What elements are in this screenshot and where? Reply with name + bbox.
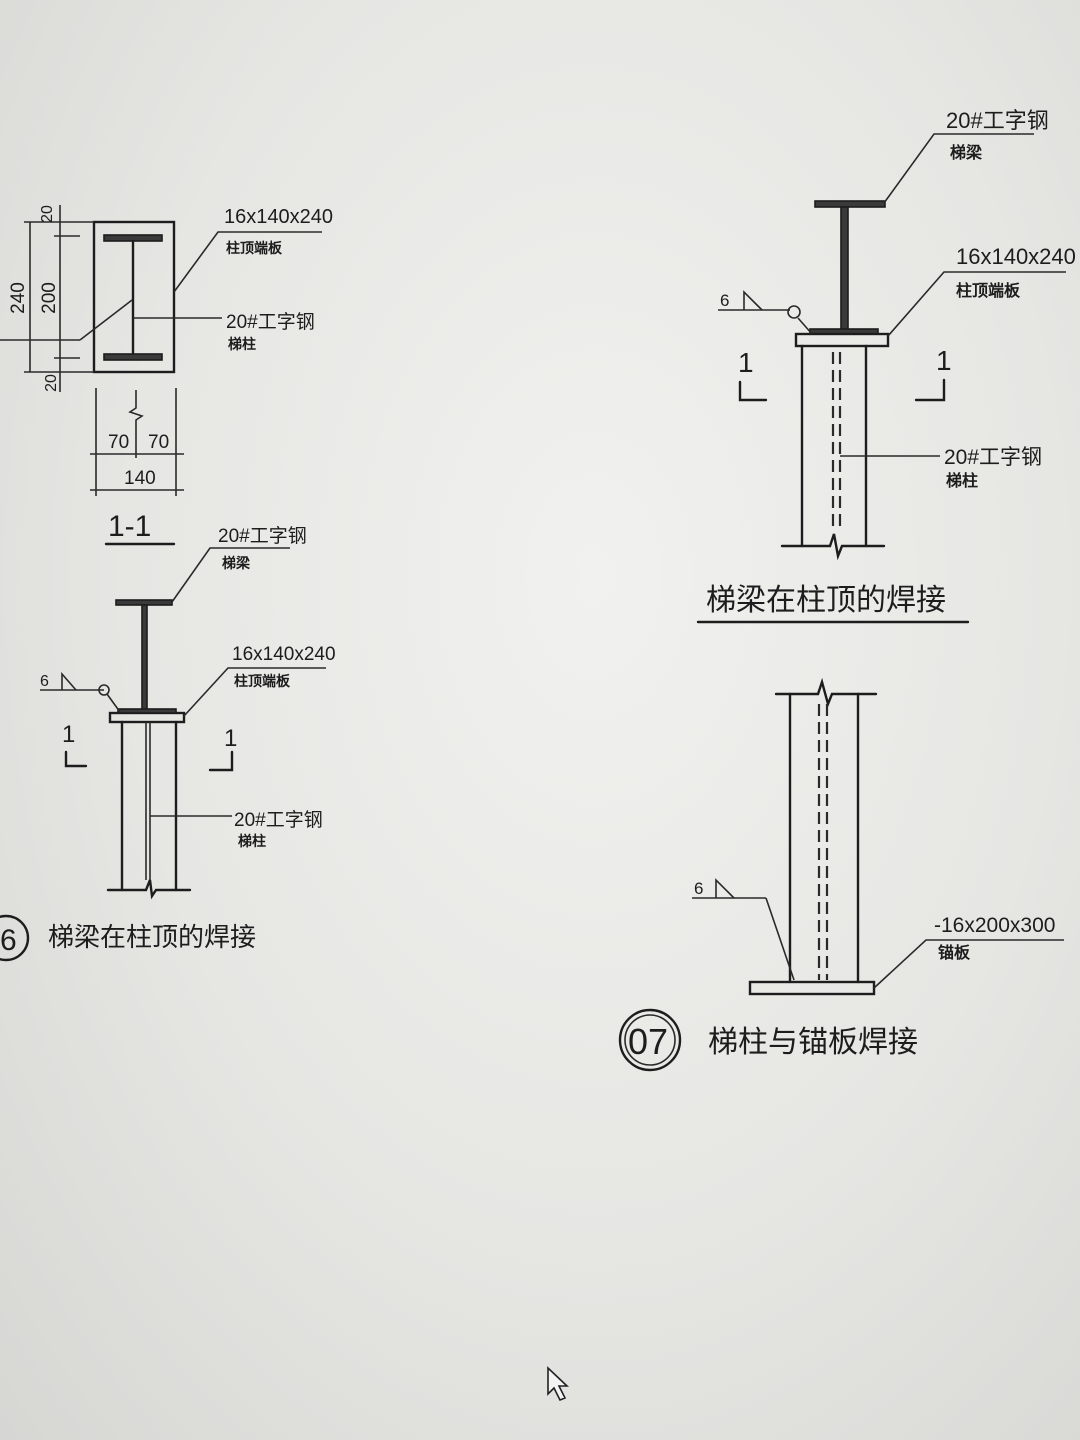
dim-20-top-label: 20 xyxy=(39,205,56,223)
detail-title: 梯梁在柱顶的焊接 xyxy=(706,583,946,618)
detail-title: 梯梁在柱顶的焊接 xyxy=(48,923,256,953)
beam-spec: 20#工字钢 xyxy=(946,108,1049,133)
beam-flange xyxy=(814,200,886,208)
plate-spec: 16x140x240 xyxy=(232,644,336,665)
dim-70-right: 70 xyxy=(148,432,169,453)
column-name: 梯柱 xyxy=(946,471,978,490)
detail-07: 6 -16x200x300 锚板 07 梯柱与锚板焊接 xyxy=(618,677,1064,1072)
column-name: 梯柱 xyxy=(238,833,266,850)
detail-number-circle xyxy=(618,1008,682,1072)
cut-mark-left: 1 xyxy=(62,721,75,748)
section-1-1: 240 200 20 20 16x140x240 柱顶端板 20#工字钢 梯柱 … xyxy=(0,205,333,546)
weld-size: 6 xyxy=(720,291,729,310)
dim-70-left: 70 xyxy=(108,432,129,453)
mouse-cursor-icon xyxy=(547,1366,570,1402)
plate-leader xyxy=(173,231,322,293)
column-name: 梯柱 xyxy=(228,336,256,353)
detail-number: 07 xyxy=(628,1021,668,1062)
cut-mark-right: 1 xyxy=(224,725,237,752)
beam-spec: 20#工字钢 xyxy=(218,525,307,547)
dim-140: 140 xyxy=(124,468,156,489)
weld-size: 6 xyxy=(694,879,703,898)
beam-name: 梯梁 xyxy=(222,555,251,572)
end-plate xyxy=(794,332,890,348)
detail-number: 6 xyxy=(0,924,17,957)
beam-name: 梯梁 xyxy=(950,143,983,162)
column-spec: 20#工字钢 xyxy=(234,809,323,831)
beam-web xyxy=(141,604,148,714)
column-spec: 20#工字钢 xyxy=(944,446,1042,469)
cut-mark-right: 1 xyxy=(936,345,952,376)
section-title: 1-1 xyxy=(108,510,151,543)
plate-spec: -16x200x300 xyxy=(934,914,1055,937)
plate-name: 锚板 xyxy=(938,943,971,962)
detail-title: 梯柱与锚板焊接 xyxy=(708,1025,918,1060)
plate-spec: 16x140x240 xyxy=(224,206,333,228)
dim-200-label: 200 xyxy=(39,282,60,314)
plate-spec: 16x140x240 xyxy=(956,244,1076,269)
plate-name: 柱顶端板 xyxy=(234,673,291,690)
end-plate xyxy=(108,711,186,724)
dim-20-bottom-label: 20 xyxy=(43,374,60,392)
dim-240-label: 240 xyxy=(8,282,29,314)
detail-number-circle xyxy=(0,914,30,962)
beam-web xyxy=(840,206,849,332)
cut-mark-left: 1 xyxy=(738,347,754,378)
plate-name: 柱顶端板 xyxy=(956,281,1021,300)
column-spec: 20#工字钢 xyxy=(226,311,315,333)
end-plate-outline xyxy=(92,220,176,374)
plate-name: 柱顶端板 xyxy=(226,240,283,257)
detail-06-left: 6 1 1 20#工字钢 梯梁 16x140x240 柱顶端板 20#工字钢 梯… xyxy=(0,525,336,962)
anchor-plate xyxy=(748,980,876,996)
detail-06-right: 6 1 1 20#工字钢 梯梁 16x140x240 柱顶端板 20#工字钢 梯… xyxy=(696,108,1076,624)
weld-size: 6 xyxy=(40,673,49,690)
